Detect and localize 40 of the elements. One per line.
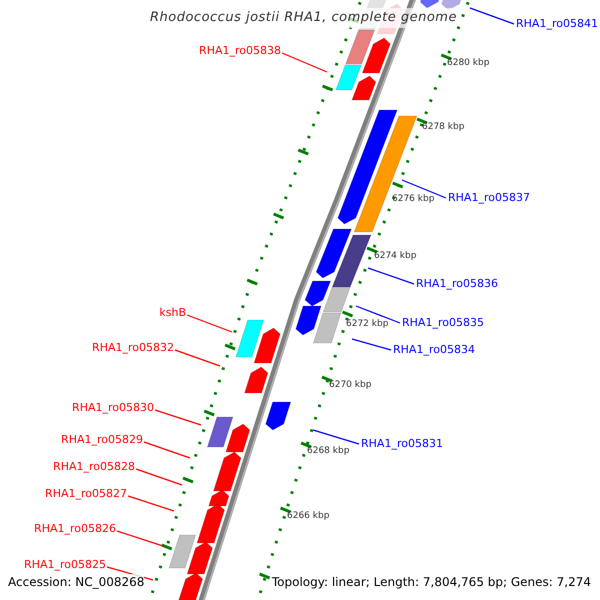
leader-line xyxy=(144,441,190,459)
gene-label: RHA1_ro05832 xyxy=(92,341,174,355)
leader-line xyxy=(368,267,414,285)
gene-label: RHA1_ro05838 xyxy=(199,44,281,58)
leader-line xyxy=(136,468,182,486)
leader-line xyxy=(174,349,220,367)
leader-line xyxy=(356,305,400,324)
gene-label: RHA1_ro05830 xyxy=(72,401,154,415)
leader-line xyxy=(128,495,174,512)
tick-label: 6276 kbp xyxy=(392,194,434,205)
gene-label: kshB xyxy=(159,306,186,320)
leader-line xyxy=(402,179,446,199)
tick-label: 6280 kbp xyxy=(447,58,490,69)
tick-label: 6278 kbp xyxy=(422,122,464,133)
gene-label: RHA1_ro05828 xyxy=(53,460,135,474)
leader-line xyxy=(282,52,328,73)
gene-label: RHA1_ro05826 xyxy=(34,522,116,536)
gene-label: RHA1_ro05831 xyxy=(361,437,443,451)
title: Rhodococcus jostii RHA1, complete genome xyxy=(150,8,457,28)
footer-text: Topology: linear; Length: 7,804,765 bp; Genes: 7,274 xyxy=(272,574,591,590)
leader-line xyxy=(186,314,232,333)
leader-line xyxy=(470,7,514,25)
leader-line xyxy=(352,338,392,351)
tick-label: 6272 kbp xyxy=(346,319,388,330)
tick-label: 6274 kbp xyxy=(374,251,416,262)
tick-label: 6270 kbp xyxy=(329,380,372,391)
tick-label: 6266 kbp xyxy=(287,511,330,522)
gene-label: RHA1_ro05829 xyxy=(61,433,143,447)
leader-line xyxy=(154,409,202,426)
leader-line xyxy=(312,429,360,445)
gene-label: RHA1_ro05827 xyxy=(45,487,127,501)
leader-line xyxy=(116,530,164,547)
gene-label: RHA1_ro05825 xyxy=(24,558,106,572)
gene-label: RHA1_ro05835 xyxy=(402,316,484,330)
gene-label: RHA1_ro05841 xyxy=(516,17,598,31)
gene-label: RHA1_ro05837 xyxy=(448,191,530,205)
gene-label: RHA1_ro05834 xyxy=(393,343,475,357)
tick-label: 6268 kbp xyxy=(307,446,350,457)
footer-text: Accession: NC_008268 xyxy=(8,574,144,590)
gene-label: RHA1_ro05836 xyxy=(416,277,498,291)
